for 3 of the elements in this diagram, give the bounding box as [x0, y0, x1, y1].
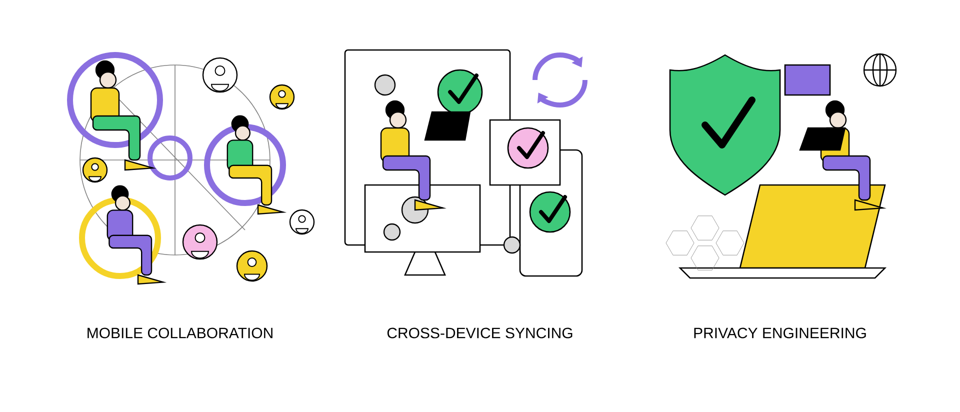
caption: PRIVACY ENGINEERING [694, 328, 866, 338]
caption: MOBILE COLLABORATION [88, 328, 272, 338]
caption: CROSS-DEVICE SYNCING [387, 328, 572, 338]
